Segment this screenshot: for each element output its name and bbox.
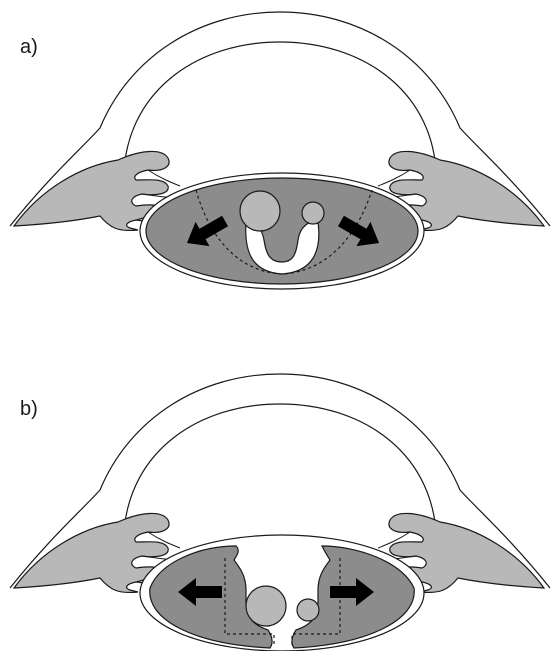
nucleus-large-b: [246, 586, 286, 626]
inner-cornea-outline-b: [124, 404, 436, 532]
panel-a: [10, 12, 550, 289]
nucleus-large-a: [240, 191, 280, 231]
panel-b: [10, 374, 550, 651]
nucleus-small-b: [297, 599, 319, 621]
nucleus-small-a: [302, 202, 324, 224]
inner-cornea-outline-a: [124, 42, 436, 170]
